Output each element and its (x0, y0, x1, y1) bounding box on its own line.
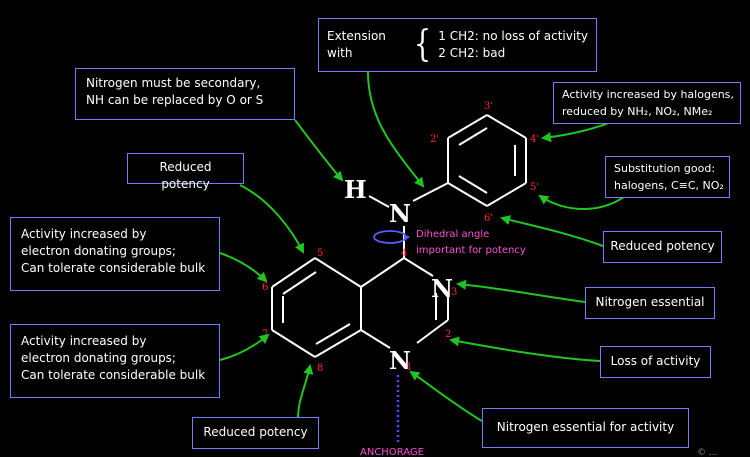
amine-nitrogen-label: N (389, 199, 411, 228)
brace-icon: { (414, 24, 432, 65)
edg7-line3: Can tolerate considerable bulk (21, 368, 206, 382)
dihedral-label-line2: important for potency (416, 245, 526, 256)
substitution-line1: Substitution good: (614, 162, 716, 175)
dihedral-arrow-icon (404, 234, 410, 241)
extension-line2: 2 CH2: bad (438, 46, 506, 60)
arrow-nitrogen-essential-3 (456, 279, 586, 303)
reduced-potency-text-8: Reduced potency (203, 425, 308, 439)
annotation-arrows (219, 71, 631, 422)
edg7-line2: electron donating groups; (21, 351, 176, 365)
edg6-line2: electron donating groups; (21, 244, 176, 258)
extension-annotation-box: Extension with { 1 CH2: no loss of activ… (318, 18, 597, 72)
position-8: 8 (317, 363, 323, 374)
reduced-potency-text-5: Reduced potency (159, 160, 212, 191)
arrow-extension (367, 71, 425, 188)
reduced-potency-box-6prime: Reduced potency (603, 231, 722, 263)
arrow-reduced-potency-5 (239, 184, 304, 254)
extension-prefix: Extension with (327, 29, 386, 60)
reduced-potency-box-5: Reduced potency (127, 153, 244, 191)
position-6prime: 6' (484, 213, 493, 224)
dihedral-label-line1: Dihedral angle (416, 229, 489, 240)
position-1: 1 (406, 362, 412, 373)
edg6-line3: Can tolerate considerable bulk (21, 261, 206, 275)
reduced-potency-box-8: Reduced potency (192, 417, 319, 449)
position-5: 5 (317, 248, 323, 259)
nitrogen-secondary-annotation-box: Nitrogen must be secondary, NH can be re… (75, 68, 295, 120)
extension-line1: 1 CH2: no loss of activity (438, 29, 588, 43)
halogens-line1: Activity increased by halogens, (562, 88, 734, 101)
position-6: 6 (262, 282, 268, 293)
nitrogen-essential-text-1: Nitrogen essential for activity (496, 420, 675, 434)
quinazoline-bonds (271, 226, 449, 358)
position-3prime: 3' (484, 101, 493, 112)
nitrogen-essential-box-3: Nitrogen essential (585, 287, 715, 319)
arrow-substitution-5prime (538, 191, 631, 210)
arrow-loss-of-activity (449, 336, 601, 362)
arrow-reduced-potency-6prime (500, 215, 604, 247)
arrow-nitrogen-essential-1 (409, 370, 483, 422)
nitrogen-secondary-line1: Nitrogen must be secondary, (86, 76, 261, 90)
loss-of-activity-text: Loss of activity (610, 354, 701, 368)
edg6-line1: Activity increased by (21, 227, 147, 241)
arrow-edg-7 (219, 333, 270, 361)
anchorage-label: ANCHORAGE (360, 447, 424, 457)
position-2: 2 (445, 329, 451, 340)
hydrogen-atom-label: H (344, 175, 367, 204)
amine-and-phenyl-bonds (368, 114, 527, 208)
position-4: 4 (401, 248, 407, 259)
reduced-potency-text-6prime: Reduced potency (610, 239, 715, 253)
copyright-credit: © ... (697, 448, 717, 457)
position-4prime: 4' (530, 134, 539, 145)
loss-of-activity-box: Loss of activity (600, 346, 711, 378)
arrow-nitrogen-secondary (294, 119, 344, 182)
edg-annotation-box-7: Activity increased by electron donating … (10, 324, 220, 398)
halogens-annotation-box: Activity increased by halogens, reduced … (553, 82, 741, 124)
substitution-annotation-box: Substitution good: halogens, C≡C, NO₂ (605, 156, 730, 198)
nitrogen-essential-text-3: Nitrogen essential (595, 295, 705, 309)
halogens-line2: reduced by NH₂, NO₂, NMe₂ (562, 105, 713, 118)
nitrogen-essential-box-1: Nitrogen essential for activity (482, 408, 689, 448)
arrow-reduced-potency-8 (297, 364, 314, 419)
edg7-line1: Activity increased by (21, 334, 147, 348)
position-5prime: 5' (530, 182, 539, 193)
arrow-edg-6 (219, 252, 268, 283)
edg-annotation-box-6: Activity increased by electron donating … (10, 217, 220, 291)
position-3: 3 (451, 287, 457, 298)
n1-nitrogen-label: N (389, 346, 411, 375)
substitution-line2: halogens, C≡C, NO₂ (614, 179, 724, 192)
position-2prime: 2' (430, 134, 439, 145)
nitrogen-secondary-line2: NH can be replaced by O or S (86, 93, 264, 107)
n3-nitrogen-label: N (431, 274, 453, 303)
dihedral-rotation-arc (373, 230, 407, 244)
